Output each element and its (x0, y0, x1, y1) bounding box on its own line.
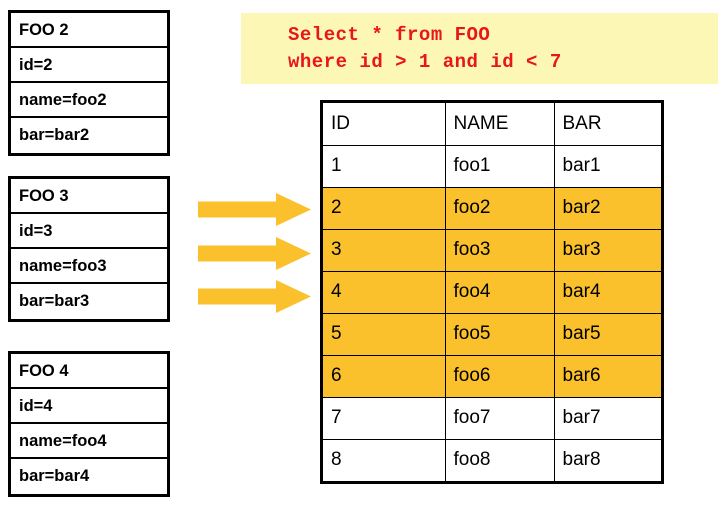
cell-bar: bar6 (554, 355, 661, 398)
table-row: 1 foo1 bar1 (323, 145, 661, 188)
table-row: 2 foo2 bar2 (323, 187, 661, 230)
entity-field-id: id=3 (11, 214, 167, 249)
table-row: 7 foo7 bar7 (323, 397, 661, 440)
cell-name: foo5 (445, 313, 555, 356)
sql-query-line-2: where id > 1 and id < 7 (288, 51, 562, 73)
flow-arrow-icon (198, 280, 311, 313)
table-row: 3 foo3 bar3 (323, 229, 661, 272)
sql-query-callout: Select * from FOO where id > 1 and id < … (241, 13, 718, 84)
cell-name: foo6 (445, 355, 555, 398)
entity-field-bar: bar=bar4 (19, 467, 90, 485)
column-header-name: NAME (445, 103, 555, 146)
cell-id: 3 (323, 229, 446, 272)
sql-query-line-1: Select * from FOO (288, 24, 491, 46)
cell-id: 7 (323, 397, 446, 440)
entity-field-name: name=foo3 (11, 249, 167, 284)
cell-name: foo1 (445, 145, 555, 188)
cell-id: 2 (323, 187, 446, 230)
entity-box-title: FOO 3 (11, 179, 167, 214)
cell-name: foo3 (445, 229, 555, 272)
table-header-row: ID NAME BAR (323, 103, 661, 146)
flow-arrow-icon (198, 193, 311, 226)
result-table: ID NAME BAR 1 foo1 bar1 2 foo2 bar2 3 (320, 100, 664, 484)
cell-bar: bar5 (554, 313, 661, 356)
table-row: 8 foo8 bar8 (323, 439, 661, 481)
cell-name: foo4 (445, 271, 555, 314)
cell-id: 1 (323, 145, 446, 188)
entity-box-foo3: FOO 3 id=3 name=foo3 bar=bar3 (8, 176, 170, 322)
cell-bar: bar2 (554, 187, 661, 230)
entity-field-name: name=foo4 (11, 424, 167, 459)
cell-id: 4 (323, 271, 446, 314)
entity-box-title: FOO 4 (11, 354, 167, 389)
cell-id: 5 (323, 313, 446, 356)
cell-name: foo8 (445, 439, 555, 481)
cell-bar: bar1 (554, 145, 661, 188)
entity-field-bar: bar=bar3 (19, 292, 90, 310)
cell-name: foo2 (445, 187, 555, 230)
table-row: 5 foo5 bar5 (323, 313, 661, 356)
cell-bar: bar3 (554, 229, 661, 272)
column-header-id: ID (323, 103, 446, 146)
cell-bar: bar8 (554, 439, 661, 481)
entity-field-id: id=2 (11, 48, 167, 83)
cell-name: foo7 (445, 397, 555, 440)
cell-id: 6 (323, 355, 446, 398)
table-row: 4 foo4 bar4 (323, 271, 661, 314)
entity-field-name: name=foo2 (11, 83, 167, 118)
entity-field-id: id=4 (11, 389, 167, 424)
entity-box-foo2: FOO 2 id=2 name=foo2 bar=bar2 (8, 10, 170, 156)
column-header-bar: BAR (554, 103, 661, 146)
entity-box-title: FOO 2 (11, 13, 167, 48)
flow-arrow-icon (198, 237, 311, 270)
cell-bar: bar4 (554, 271, 661, 314)
table-row: 6 foo6 bar6 (323, 355, 661, 398)
cell-id: 8 (323, 439, 446, 481)
cell-bar: bar7 (554, 397, 661, 440)
entity-box-foo4: FOO 4 id=4 name=foo4 bar=bar4 (8, 351, 170, 497)
entity-field-bar: bar=bar2 (19, 126, 90, 144)
